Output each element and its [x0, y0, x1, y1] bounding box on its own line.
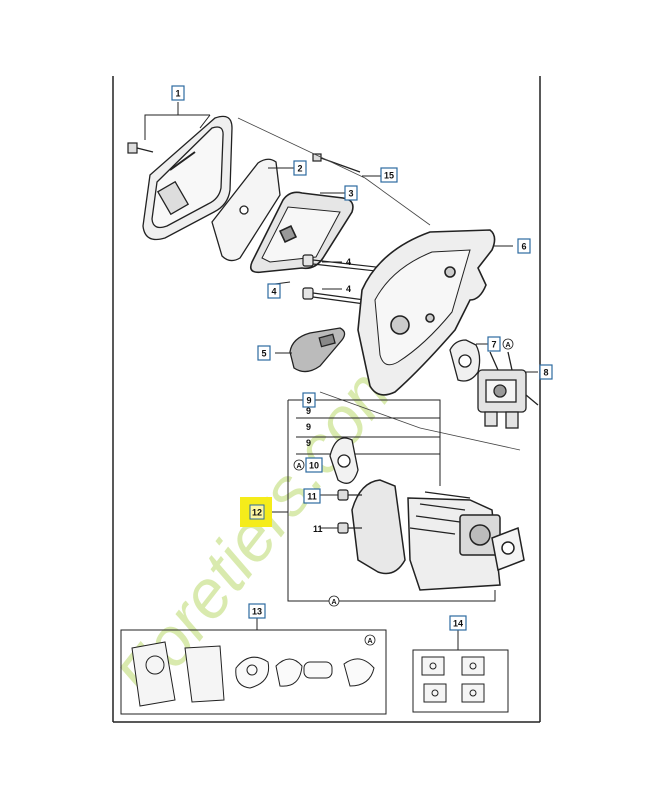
page-frame: [112, 76, 541, 723]
callout-12-label: 12: [252, 508, 262, 518]
callout-1-label: 1: [175, 89, 180, 99]
ref-marker-a1: A: [502, 338, 514, 350]
callout-1[interactable]: 1: [171, 85, 185, 101]
callout-9-second: 9: [306, 406, 311, 416]
callout-14[interactable]: 14: [449, 615, 467, 631]
callout-15[interactable]: 15: [380, 167, 398, 183]
ref-marker-a4: A: [364, 634, 376, 646]
gasket-kit-13: [120, 618, 387, 715]
carburetor: [477, 351, 539, 429]
callout-14-label: 14: [453, 619, 463, 629]
callout-4-box-label: 4: [271, 287, 276, 297]
gasket-7: [449, 339, 481, 382]
callout-9-third: 9: [306, 422, 311, 432]
callout-5-label: 5: [261, 349, 266, 359]
ref-marker-a1-label: A: [505, 342, 510, 349]
callout-9-fourth: 9: [306, 438, 311, 448]
callout-5[interactable]: 5: [257, 345, 271, 361]
filter-holder: [249, 191, 354, 274]
callout-8-label: 8: [543, 368, 548, 378]
ref-marker-a2-label: A: [296, 463, 301, 470]
ref-marker-a2: A: [293, 459, 305, 471]
ref-marker-a3-label: A: [331, 599, 336, 606]
callout-9-box-label: 9: [306, 396, 311, 406]
callout-2-label: 2: [297, 164, 302, 174]
callout-10[interactable]: 10: [305, 457, 323, 473]
carburetor-housing: [357, 229, 496, 396]
callout-3-label: 3: [348, 189, 353, 199]
ref-marker-a4-label: A: [367, 638, 372, 645]
callout-7[interactable]: 7: [487, 336, 501, 352]
callout-2[interactable]: 2: [293, 160, 307, 176]
callout-11-lower: 11: [313, 524, 323, 534]
intake-block: [351, 479, 525, 591]
callout-11-upper-label: 11: [307, 492, 317, 502]
leader-lines: [144, 102, 538, 373]
callout-15-label: 15: [384, 171, 394, 181]
callout-12-highlighted[interactable]: 12: [240, 497, 272, 527]
callout-9-box[interactable]: 9: [302, 392, 316, 408]
callout-3[interactable]: 3: [344, 185, 358, 201]
callout-6-label: 6: [521, 242, 526, 252]
ref-marker-a3: A: [328, 595, 340, 607]
assembly-lines: [237, 117, 521, 451]
callout-4-lower: 4: [346, 284, 351, 294]
callout-7-label: 7: [491, 340, 496, 350]
gasket-kit-14: [412, 630, 509, 713]
callout-4-upper: 4: [346, 257, 351, 267]
insulator-gasket-10: [329, 437, 359, 484]
callout-13-label: 13: [252, 607, 262, 617]
callout-8[interactable]: 8: [539, 364, 553, 380]
callout-6[interactable]: 6: [517, 238, 531, 254]
cover-screw: [127, 142, 154, 154]
callout-11-upper[interactable]: 11: [303, 488, 321, 504]
choke-lever: [289, 327, 346, 373]
air-filter: [211, 158, 281, 262]
callout-10-label: 10: [309, 461, 319, 471]
short-screws: [337, 489, 471, 535]
sub-assembly-bracket: [264, 399, 496, 602]
callout-13[interactable]: 13: [248, 603, 266, 619]
air-filter-cover: [142, 115, 233, 241]
callout-4-box[interactable]: 4: [267, 283, 281, 299]
